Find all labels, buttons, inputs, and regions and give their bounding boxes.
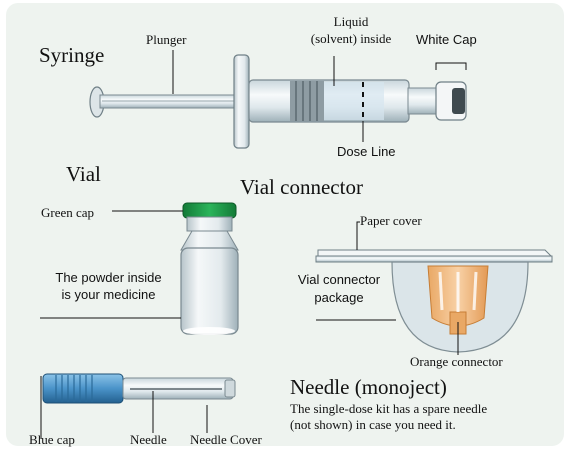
needle-title: Needle (monoject) (290, 376, 447, 399)
powder-label-line1: The powder inside (41, 271, 176, 285)
needle-description: The single-dose kit has a spare needle (… (290, 402, 487, 433)
syringe-illustration (90, 55, 466, 148)
paper-cover-label: Paper cover (360, 214, 422, 228)
needle-description-line2: (not shown) in case you need it. (290, 418, 487, 432)
powder-label: The powder inside is your medicine (41, 271, 176, 303)
needle-label: Needle (130, 433, 167, 447)
syringe-title: Syringe (39, 44, 104, 67)
vial-title: Vial (66, 163, 101, 186)
needle-description-line1: The single-dose kit has a spare needle (290, 402, 487, 416)
white-cap-label: White Cap (416, 33, 477, 47)
dose-line-label: Dose Line (337, 145, 396, 159)
package-label-line1: Vial connector (278, 273, 400, 287)
powder-label-line2: is your medicine (41, 288, 176, 302)
liquid-label-line1: Liquid (296, 15, 406, 29)
package-label: Vial connector package (278, 273, 400, 306)
liquid-label: Liquid (solvent) inside (296, 15, 406, 47)
green-cap-label: Green cap (41, 206, 94, 220)
vial-connector-title: Vial connector (240, 176, 363, 199)
blue-cap-label: Blue cap (29, 433, 75, 447)
package-label-line2: package (278, 291, 400, 305)
orange-connector-label: Orange connector (410, 355, 503, 369)
needle-cover-label: Needle Cover (190, 433, 262, 447)
plunger-label: Plunger (146, 33, 186, 47)
needle-illustration (43, 374, 235, 403)
liquid-label-line2: (solvent) inside (296, 32, 406, 46)
vial-illustration (181, 203, 238, 335)
